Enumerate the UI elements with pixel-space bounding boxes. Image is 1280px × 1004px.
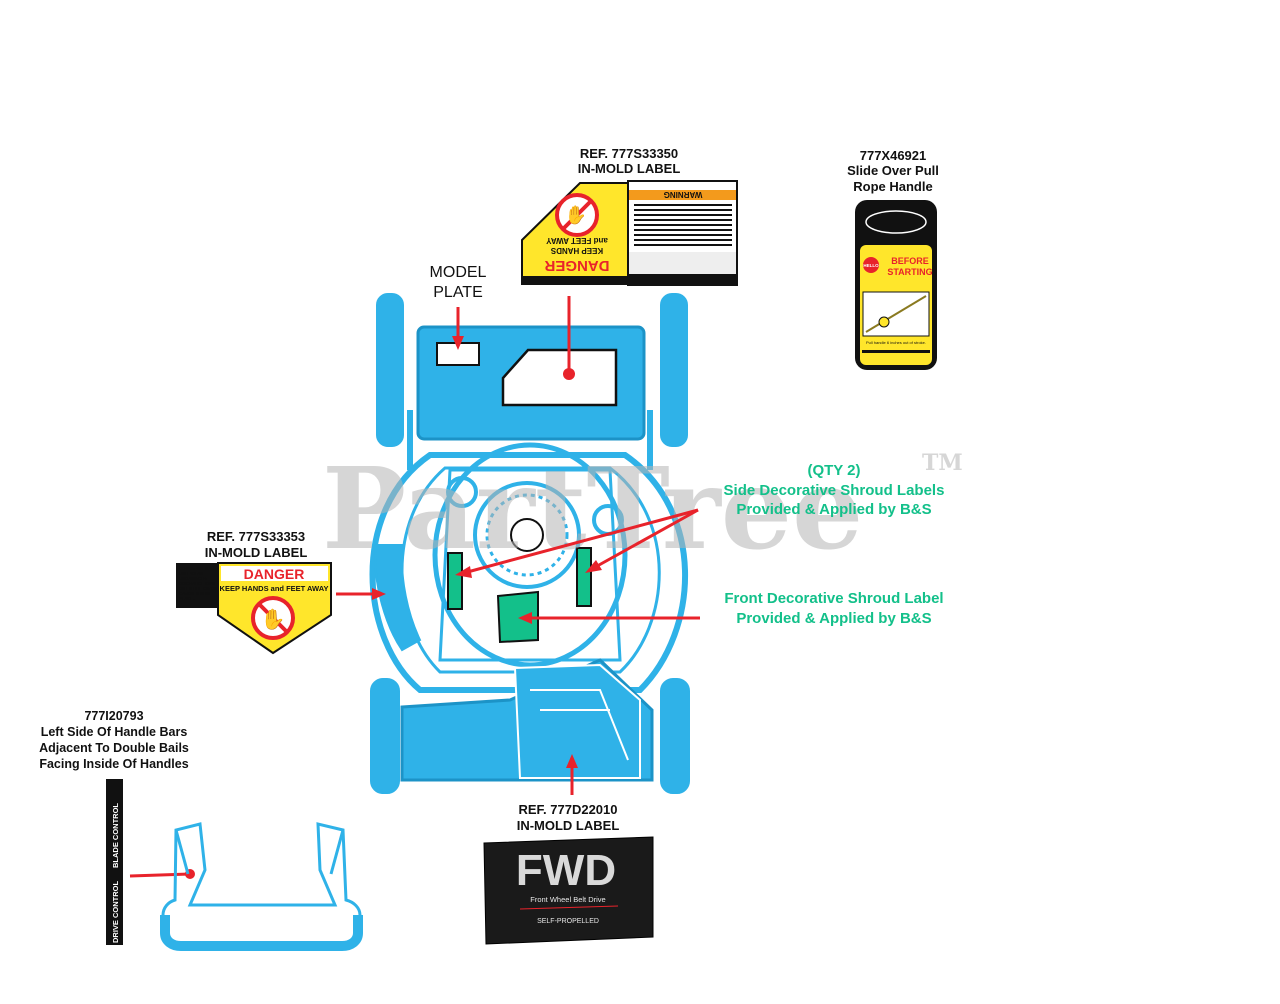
handle-decal-line1: Left Side Of Handle Bars <box>41 725 188 739</box>
engine-flywheel <box>473 481 581 589</box>
top-label-box <box>501 348 618 407</box>
side-shroud-line1: Side Decorative Shroud Labels <box>724 482 945 499</box>
rope-handle-line2: Slide Over Pull <box>847 163 939 178</box>
top-label-ref: REF. 777S33350 <box>580 146 678 161</box>
right-shroud-label <box>576 547 592 607</box>
rope-starting-text: STARTING <box>887 267 932 277</box>
right-front-wheel <box>660 678 690 794</box>
drive-control-text: DRIVE CONTROL <box>111 880 120 943</box>
handle-decal-part: 777I20793 <box>84 709 143 723</box>
do-not-operate-text: DO NOT OPERATE UNLESS AN UNDAMAGED DISCH… <box>179 566 220 601</box>
top-inmold-label: ✋ KEEP HANDS and FEET AWAY DANGER WARNIN… <box>521 180 738 286</box>
side-keep-hands: KEEP HANDS and FEET AWAY <box>220 584 329 593</box>
mower-illustration <box>369 293 690 794</box>
blade-control-text: BLADE CONTROL <box>111 803 120 868</box>
model-plate-line1: MODEL <box>430 264 487 281</box>
handle-control-decal: DRIVE CONTROL BLADE CONTROL <box>106 779 123 945</box>
svg-text:DISCHARGE COVER: DISCHARGE COVER <box>179 581 220 586</box>
top-label-type: IN-MOLD LABEL <box>578 161 681 176</box>
side-hand-icon: ✋ <box>261 607 286 631</box>
svg-text:CATCHER IS IN: CATCHER IS IN <box>179 591 210 596</box>
left-rear-handle-post <box>376 293 404 447</box>
handle-decal-line2: Adjacent To Double Bails <box>39 741 189 755</box>
front-shroud-line2: Provided & Applied by B&S <box>736 610 931 627</box>
trademark-symbol: TM <box>922 450 963 476</box>
front-panel <box>513 663 641 779</box>
top-and-feet: and FEET AWAY <box>546 236 608 245</box>
left-front-wheel <box>370 678 400 794</box>
top-danger-word: DANGER <box>544 257 609 274</box>
side-shroud-qty: (QTY 2) <box>807 462 860 479</box>
side-label-type: IN-MOLD LABEL <box>205 545 308 560</box>
front-shroud-label <box>496 590 539 644</box>
model-plate-line2: PLATE <box>433 284 483 301</box>
top-hand-icon: ✋ <box>565 204 587 225</box>
top-keep-hands: KEEP HANDS <box>550 246 603 255</box>
side-shroud-line2: Provided & Applied by B&S <box>736 501 931 518</box>
fwd-label-type: IN-MOLD LABEL <box>517 818 620 833</box>
handlebar-illustration <box>160 822 363 951</box>
rope-footer-text: Pull handle 6 inches out of stroke. <box>866 340 926 345</box>
left-shroud-label <box>447 552 463 610</box>
deck-outline <box>369 452 688 693</box>
engine-housing <box>432 442 628 668</box>
rope-handle-part: 777X46921 <box>860 148 927 163</box>
right-shroud-arrow <box>589 508 699 572</box>
rope-hello-text: HELLO <box>863 263 879 268</box>
left-shroud-arrow <box>459 508 699 576</box>
svg-text:UNLESS AN: UNLESS AN <box>179 571 203 576</box>
side-discharge-chute <box>374 544 422 652</box>
parttree-watermark: PartTree <box>322 444 863 575</box>
fwd-title: FWD <box>516 846 616 895</box>
top-warning-word: WARNING <box>664 190 703 199</box>
svg-text:OR ENTIRE GRASS: OR ENTIRE GRASS <box>179 586 218 591</box>
rope-before-text: BEFORE <box>891 256 929 266</box>
engine-logo <box>510 518 544 552</box>
side-danger-word: DANGER <box>244 566 305 582</box>
handle-decal-pointer <box>129 872 191 878</box>
fwd-inmold-label: FWD Front Wheel Belt Drive SELF-PROPELLE… <box>483 836 654 945</box>
svg-text:PLACE.: PLACE. <box>179 596 194 601</box>
svg-text:DO NOT OPERATE: DO NOT OPERATE <box>179 566 217 571</box>
right-rear-handle-post <box>660 293 688 447</box>
rope-handle-tag: HELLO BEFORE STARTING Pull handle 6 inch… <box>855 200 937 370</box>
rope-handle-line3: Rope Handle <box>853 179 932 194</box>
handle-decal-line3: Facing Inside Of Handles <box>39 757 188 771</box>
side-inmold-label: DO NOT OPERATE UNLESS AN UNDAMAGED DISCH… <box>176 562 332 655</box>
fwd-label-ref: REF. 777D22010 <box>518 802 617 817</box>
fwd-self-propelled: SELF-PROPELLED <box>537 918 599 925</box>
fwd-subtitle: Front Wheel Belt Drive <box>530 895 605 904</box>
front-shroud-line1: Front Decorative Shroud Label <box>724 590 943 607</box>
svg-text:UNDAMAGED: UNDAMAGED <box>179 576 207 581</box>
side-label-ref: REF. 777S33353 <box>207 529 305 544</box>
callout-arrows <box>129 296 700 879</box>
